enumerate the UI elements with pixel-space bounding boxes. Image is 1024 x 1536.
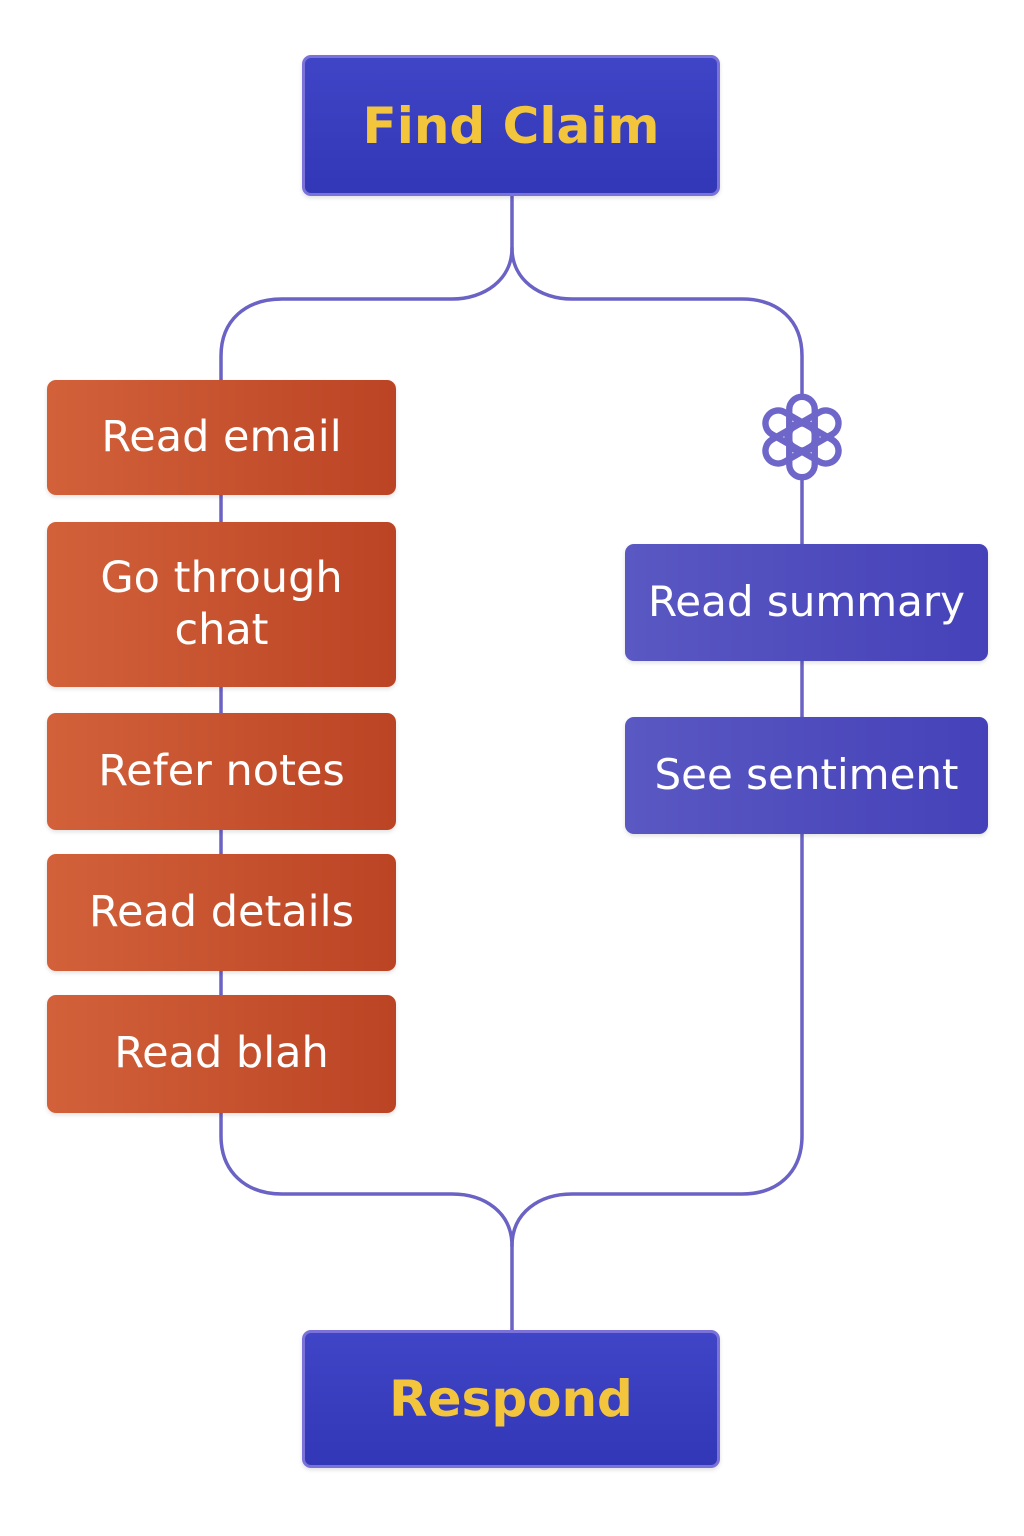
manual-step-go-through-chat: Go through chat — [47, 522, 396, 687]
manual-step-label: Go through chat — [100, 552, 343, 655]
manual-step-label: Read details — [89, 886, 354, 937]
connector-ai-merge — [510, 831, 804, 1248]
manual-step-label: Read email — [101, 411, 342, 462]
ai-step-label: See sentiment — [654, 750, 959, 800]
ai-assistant-icon — [762, 393, 842, 481]
manual-step-read-blah: Read blah — [47, 995, 396, 1113]
connector-start-to-ai — [510, 246, 804, 397]
manual-step-refer-notes: Refer notes — [47, 713, 396, 830]
connector-manual-merge — [219, 1110, 514, 1333]
manual-step-label: Refer notes — [98, 745, 345, 796]
ai-step-see-sentiment: See sentiment — [625, 717, 988, 834]
end-label: Respond — [389, 1370, 633, 1428]
ai-step-read-summary: Read summary — [625, 544, 988, 661]
manual-step-read-email: Read email — [47, 380, 396, 495]
start-label: Find Claim — [362, 96, 660, 155]
manual-step-label: Read blah — [114, 1028, 329, 1079]
end-node: Respond — [302, 1330, 720, 1468]
connector-start-split — [219, 194, 514, 382]
ai-step-label: Read summary — [647, 577, 966, 627]
start-node: Find Claim — [302, 55, 720, 196]
manual-step-read-details: Read details — [47, 854, 396, 971]
